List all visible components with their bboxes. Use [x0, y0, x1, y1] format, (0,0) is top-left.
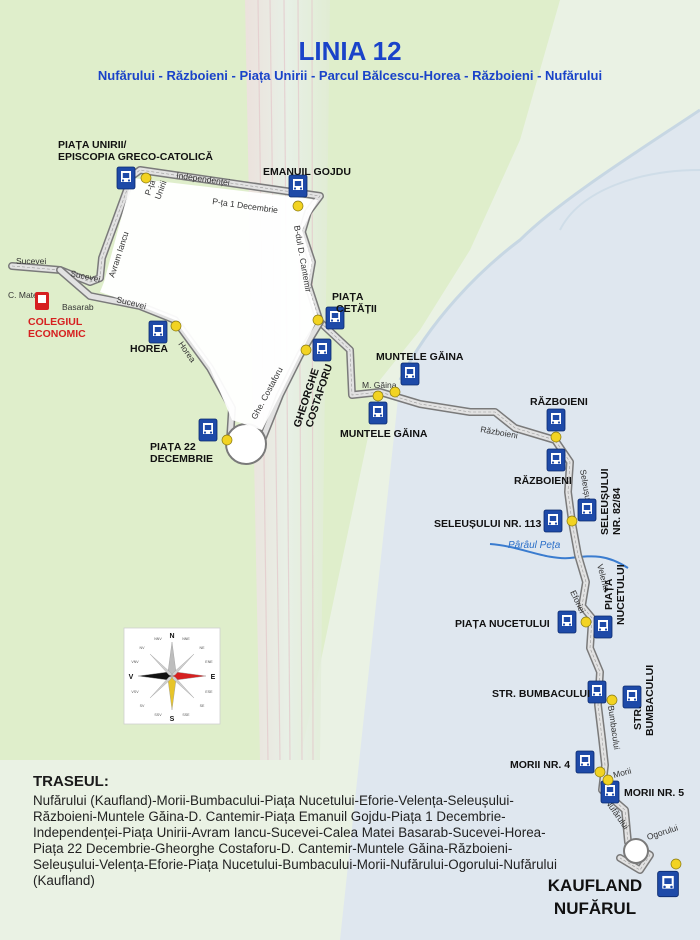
street-sucevei-1: Sucevei [16, 256, 46, 266]
compass-v: V [129, 674, 134, 681]
compass-vsv: VSV [131, 690, 139, 694]
stop-seleusului-8284: SELEUȘULUI NR. 82/84 [577, 468, 623, 535]
map-title: LINIA 12 [298, 36, 401, 66]
stop-label-piata-nucetului-west: PIAȚA NUCETULUI [455, 618, 550, 630]
stop-label-morii-5: MORII NR. 5 [624, 787, 684, 799]
stop-label-seleusului-8284-1: SELEUȘULUI [599, 468, 611, 535]
stop-label-colegiul-1: COLEGIUL [28, 316, 83, 328]
stop-piata-nucetului-east: PIAȚA NUCETULUI [593, 564, 627, 639]
stop-horea: HOREA [130, 320, 182, 355]
stop-label-str-bumbacului-east-2: BUMBACULUI [644, 665, 656, 736]
stop-label-kaufland-1: KAUFLAND [548, 876, 642, 895]
stop-label-piata22-2: DECEMBRIE [150, 453, 213, 465]
compass-ne: NE [200, 646, 206, 650]
stop-label-seleusului-8284-2: NR. 82/84 [611, 488, 623, 535]
stop-label-piata-nucetului-east-2: NUCETULUI [615, 564, 627, 625]
stop-label-seleusului-113: SELEUȘULUI NR. 113 [434, 518, 542, 530]
stop-colegiul-economic: COLEGIUL ECONOMIC [28, 292, 86, 340]
compass-ene: ENE [205, 660, 213, 664]
bus-stops: PIAȚA UNIRII/ EPISCOPIA GRECO-CATOLICĂ E… [28, 139, 684, 918]
route-heading: TRASEUL: [33, 773, 109, 790]
compass-nne: NNE [182, 637, 190, 641]
paraul-peta-creek: Pârâul Peța [489, 540, 629, 569]
compass-sse: SSE [182, 713, 190, 717]
city-block [100, 178, 318, 430]
stop-seleusului-113: SELEUȘULUI NR. 113 [434, 509, 578, 533]
stop-piata-22-decembrie: PIAȚA 22 DECEMBRIE [150, 418, 233, 465]
compass-rose: N S E V NE SE SV NV NNE ENE ESE SSE SSV … [123, 627, 221, 725]
stop-label-colegiul-2: ECONOMIC [28, 328, 86, 340]
stop-label-muntele-gaina-south: MUNTELE GĂINA [340, 427, 428, 440]
stop-label-morii-4: MORII NR. 4 [510, 759, 570, 771]
stop-label-kaufland-2: NUFĂRUL [554, 899, 636, 918]
route-text: Nufărului (Kaufland)-Morii-Bumbacului-Pi… [33, 793, 557, 888]
compass-ese: ESE [205, 690, 213, 694]
stop-morii-4: MORII NR. 4 [510, 750, 606, 778]
stop-label-razboieni-north: RĂZBOIENI [530, 395, 588, 408]
stop-label-piata-unirii-2: EPISCOPIA GRECO-CATOLICĂ [58, 150, 213, 163]
stop-razboieni-north: RĂZBOIENI [530, 395, 588, 443]
stop-label-piata-cetatii-2: CETĂȚII [336, 302, 377, 315]
stop-str-bumbacului-east: STR. BUMBACULUI [622, 665, 656, 736]
stop-label-piata22-1: PIAȚA 22 [150, 441, 196, 453]
stop-label-str-bumbacului-east-1: STR. [632, 706, 644, 730]
street-morii: Morii [612, 765, 632, 779]
compass-s: S [170, 716, 175, 723]
compass-vnv: VNV [131, 660, 139, 664]
stop-label-muntele-gaina-north: MUNTELE GĂINA [376, 350, 464, 363]
stop-piata-nucetului-west: PIAȚA NUCETULUI [455, 610, 592, 634]
stop-label-emanuil-gojdu: EMANUIL GOJDU [263, 166, 351, 178]
stop-label-horea: HOREA [130, 343, 168, 355]
stop-emanuil-gojdu: EMANUIL GOJDU [263, 166, 351, 212]
compass-se: SE [200, 704, 205, 708]
stop-kaufland-nufarul: KAUFLAND NUFĂRUL [548, 858, 682, 918]
map-subtitle: Nufărului - Războieni - Piața Unirii - P… [98, 68, 602, 83]
route-line [8, 166, 654, 874]
compass-n: N [169, 633, 174, 640]
stop-label-piata-unirii-1: PIAȚA UNIRII/ [58, 139, 127, 151]
compass-sv: SV [140, 704, 145, 708]
stop-label-str-bumbacului-west: STR. BUMBACULUI [492, 688, 590, 700]
stop-morii-5: MORII NR. 5 [600, 774, 684, 804]
street-m-gaina: M. Găina [362, 380, 397, 390]
stop-muntele-gaina-north: MUNTELE GĂINA [376, 350, 464, 398]
route-description: TRASEUL: Nufărului (Kaufland)-Morii-Bumb… [33, 773, 573, 889]
compass-nv: NV [140, 646, 146, 650]
compass-nnv: NNV [154, 637, 162, 641]
stop-str-bumbacului-west: STR. BUMBACULUI [492, 680, 618, 706]
stop-piata-unirii: PIAȚA UNIRII/ EPISCOPIA GRECO-CATOLICĂ [58, 139, 213, 190]
paraul-peta-label: Pârâul Peța [508, 540, 561, 551]
stop-piata-cetatii: PIAȚA CETĂȚII [312, 291, 377, 330]
stop-label-piata-cetatii-1: PIAȚA [332, 291, 364, 303]
stop-razboieni-south: RĂZBOIENI [514, 448, 572, 487]
stop-muntele-gaina-south: MUNTELE GĂINA [340, 390, 428, 440]
street-c-matei: C. Matei [8, 290, 40, 300]
street-basarab: Basarab [62, 302, 94, 312]
stop-label-razboieni-south: RĂZBOIENI [514, 474, 572, 487]
compass-e: E [211, 674, 216, 681]
stop-label-piata-nucetului-east-1: PIAȚA [603, 578, 615, 610]
compass-ssv: SSV [154, 713, 162, 717]
